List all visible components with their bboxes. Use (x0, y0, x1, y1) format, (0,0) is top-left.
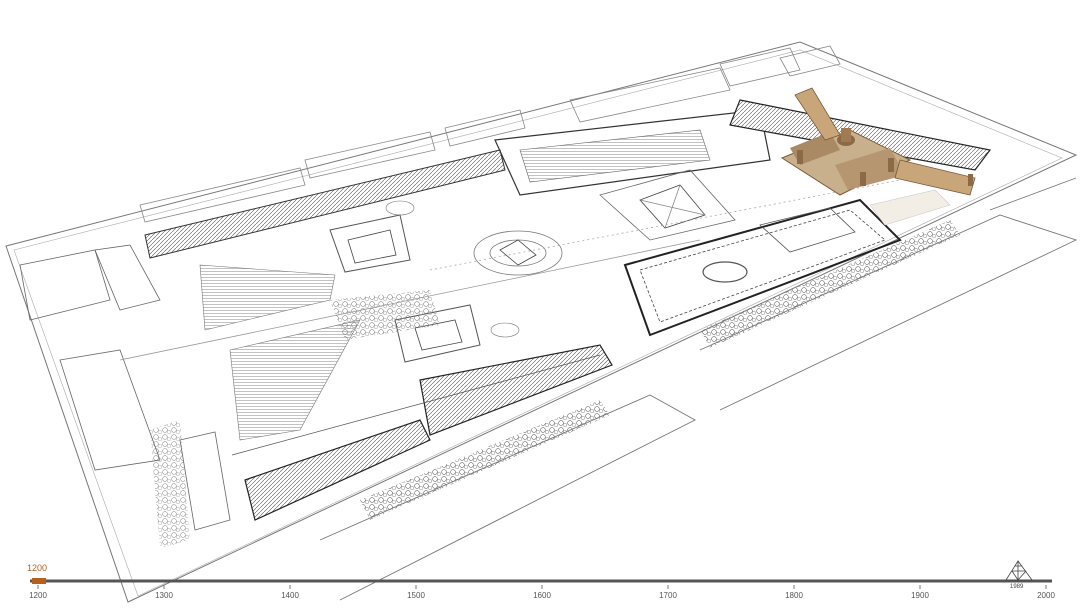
napoleon-courtyard (599, 169, 736, 241)
carrousel-circle (429, 179, 901, 276)
tick-label: 1300 (155, 591, 173, 600)
timeline-bar[interactable] (0, 556, 1080, 608)
pyramid-icon (1005, 560, 1033, 581)
river-quay (319, 177, 1078, 601)
current-year-label: 1200 (27, 563, 48, 573)
south-wing (231, 344, 613, 521)
tick-label: 1800 (785, 591, 803, 600)
tick-label: 1400 (281, 591, 299, 600)
west-edge (19, 239, 701, 531)
quay-trees (150, 220, 960, 548)
site-boundary (5, 41, 1078, 603)
pyramid-year-label: 1989 (1010, 584, 1024, 590)
tick-label: 1600 (533, 591, 551, 600)
tick-label: 1500 (407, 591, 425, 600)
timeline-ticks (37, 585, 1047, 589)
medieval-louvre-castle (780, 87, 976, 226)
timeline-handle[interactable] (32, 578, 46, 584)
south-east-wing (623, 198, 902, 337)
tick-label: 1900 (911, 591, 929, 600)
tick-label: 1200 (29, 591, 47, 600)
tick-label: 1700 (659, 591, 677, 600)
tick-label: 2000 (1037, 591, 1055, 600)
north-street-blocks (139, 45, 841, 223)
tuileries-gardens (199, 200, 520, 441)
